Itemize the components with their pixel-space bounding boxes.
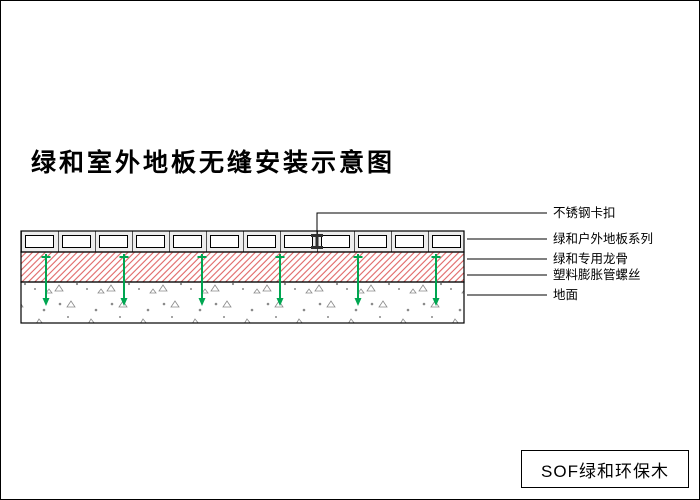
label-ground: 地面 (553, 288, 579, 302)
ground-layer (20, 281, 465, 324)
deck-boards-layer (20, 230, 465, 253)
label-deck-series: 绿和户外地板系列 (553, 232, 654, 246)
label-steel-clip: 不锈钢卡扣 (553, 206, 616, 220)
label-expansion-screw: 塑料膨胀管螺丝 (553, 268, 641, 282)
steel-clip-icon (311, 234, 323, 249)
leader-steel-clip (316, 212, 547, 234)
label-joist: 绿和专用龙骨 (553, 252, 629, 266)
joist-layer (20, 251, 465, 283)
brand-text: SOF绿和环保木 (541, 461, 669, 481)
leader-lines (316, 212, 547, 296)
brand-box: SOF绿和环保木 (521, 450, 689, 488)
diagram-title: 绿和室外地板无缝安装示意图 (31, 149, 396, 177)
